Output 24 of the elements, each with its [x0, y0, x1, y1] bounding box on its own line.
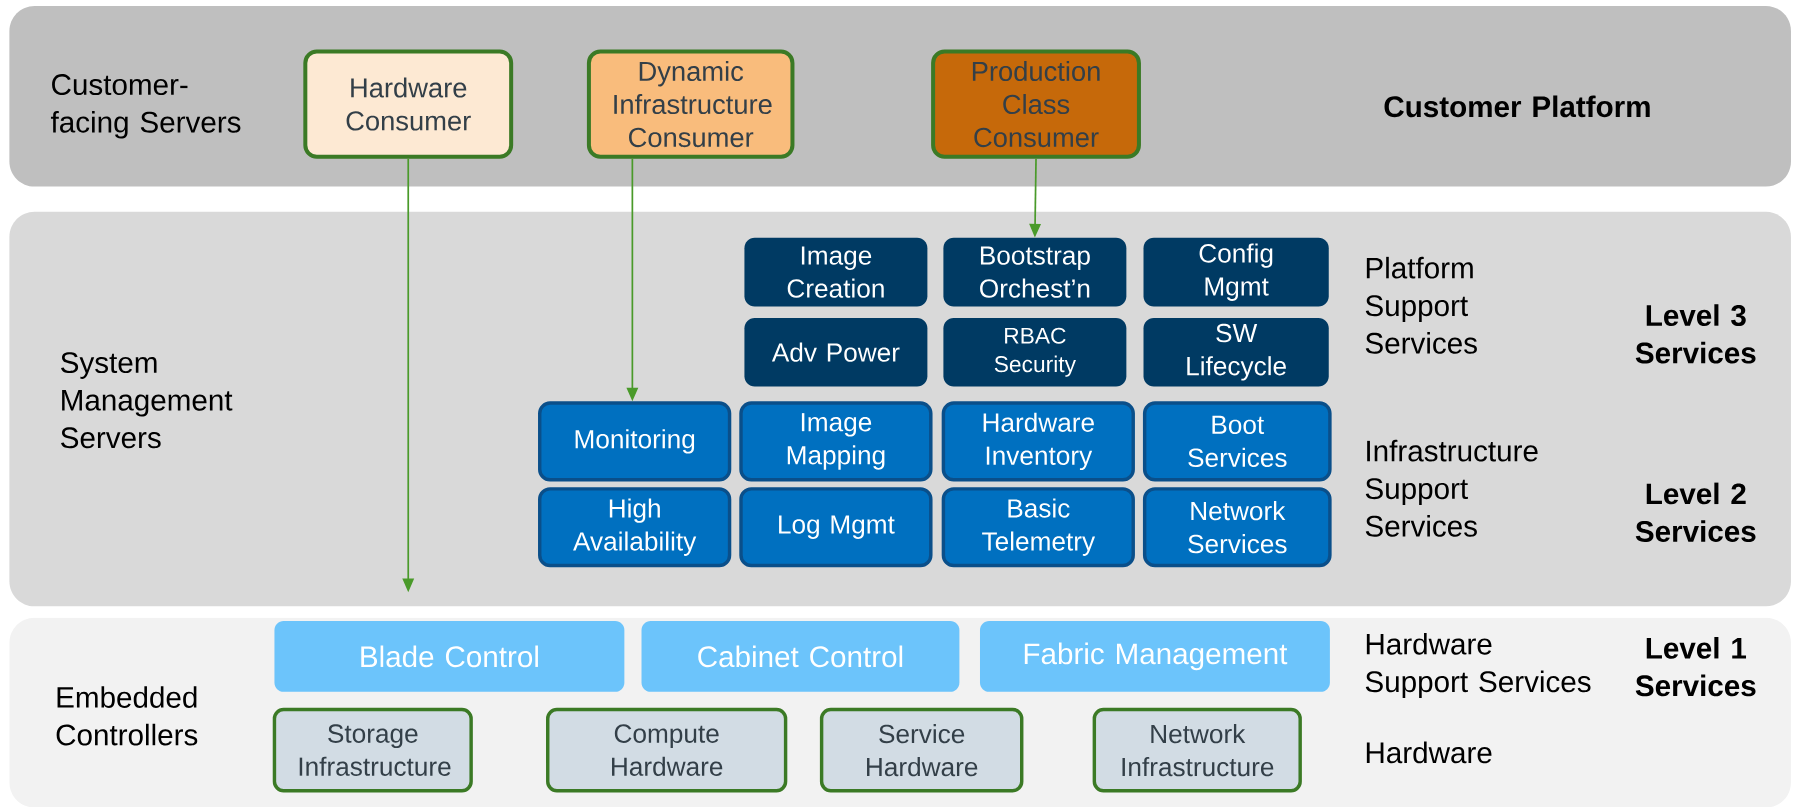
service-box: Log Mgmt [739, 487, 933, 568]
service-box: Monitoring [538, 401, 732, 482]
consumer-box: Hardware Consumer [303, 49, 514, 159]
service-box: RBAC Security [943, 317, 1127, 387]
service-box: Image Creation [744, 237, 928, 307]
service-box: Hardware Inventory [941, 401, 1135, 482]
hardware-box: Compute Hardware [546, 707, 788, 793]
consumer-box: Production Class Consumer [931, 49, 1141, 159]
hardware-box: Storage Infrastructure [272, 707, 473, 793]
hardware-box: Service Hardware [819, 707, 1024, 793]
control-box: Cabinet Control [641, 620, 960, 692]
consumer-box: Dynamic Infrastructure Consumer [586, 49, 795, 159]
service-box: Adv Power [744, 317, 928, 387]
service-box: Image Mapping [739, 401, 933, 482]
service-box: SW Lifecycle [1143, 317, 1329, 387]
service-box: Network Services [1142, 487, 1332, 568]
service-box: Boot Services [1142, 401, 1332, 482]
service-box: Bootstrap Orchest’n [943, 237, 1127, 307]
control-box: Fabric Management [980, 620, 1330, 692]
service-box: High Availability [538, 487, 732, 568]
control-box: Blade Control [274, 620, 625, 692]
service-box: Config Mgmt [1143, 237, 1329, 307]
service-box: Basic Telemetry [941, 487, 1135, 568]
hardware-box: Network Infrastructure [1092, 707, 1302, 793]
